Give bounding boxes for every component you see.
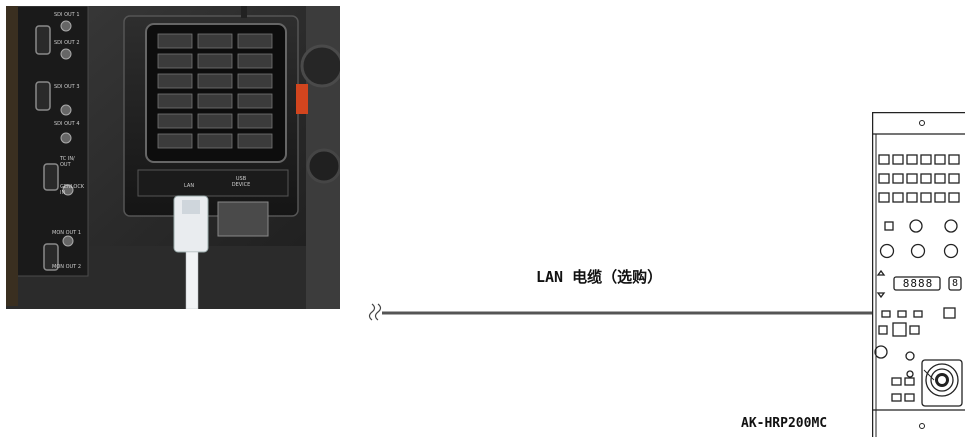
- cable-label: LAN 电缆（选购）: [536, 268, 663, 286]
- camera-photo: SDI OUT 1 SDI OUT 2 SDI OUT 3 SDI OUT 4 …: [6, 6, 340, 309]
- label-sdi-out-4: SDI OUT 4: [54, 121, 80, 127]
- display-digit-small: 8: [951, 278, 959, 289]
- label-sdi-out-3: SDI OUT 3: [54, 84, 80, 90]
- label-sdi-out-1: SDI OUT 1: [54, 12, 80, 18]
- label-lan-port: LAN: [184, 183, 195, 189]
- label-sdi-out-2: SDI OUT 2: [54, 40, 80, 46]
- label-usb-device: USB DEVICE: [231, 176, 251, 188]
- label-tc-in-out: TC IN/ OUT: [60, 156, 75, 168]
- display-digits: 8888: [902, 277, 934, 290]
- remote-operation-panel: 8888 8: [872, 112, 965, 437]
- label-genlock-in: GENLOCK IN: [60, 184, 85, 196]
- label-mon-out-2: MON OUT 2: [52, 264, 81, 270]
- label-mon-out-1: MON OUT 1: [52, 230, 81, 236]
- panel-model-label: AK-HRP200MC: [741, 416, 828, 431]
- connector-labels: SDI OUT 1 SDI OUT 2 SDI OUT 3 SDI OUT 4 …: [6, 6, 340, 309]
